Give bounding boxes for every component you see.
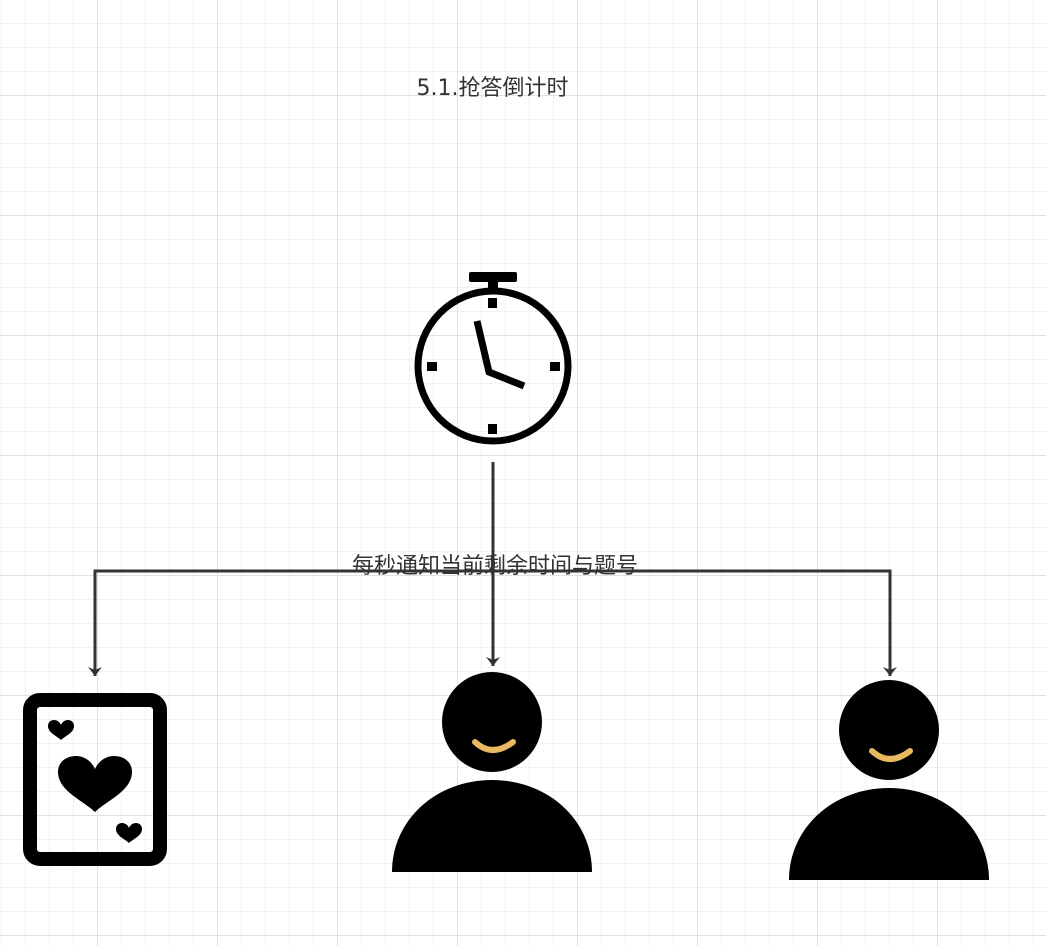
user-icon xyxy=(789,680,989,880)
smile-icon xyxy=(472,739,516,753)
connector-timer-to-user-2 xyxy=(493,569,897,676)
connectors xyxy=(88,462,897,676)
heart-icon xyxy=(48,720,74,740)
heart-icon xyxy=(116,823,142,843)
user-icon xyxy=(392,672,592,872)
heart-icon xyxy=(58,756,132,812)
stopwatch-icon xyxy=(414,272,572,445)
diagram-title: 5.1.抢答倒计时 xyxy=(416,76,569,101)
heart-card-icon xyxy=(23,693,167,866)
smile-icon xyxy=(869,748,913,762)
edge-label: 每秒通知当前剩余时间与题号 xyxy=(351,554,638,579)
